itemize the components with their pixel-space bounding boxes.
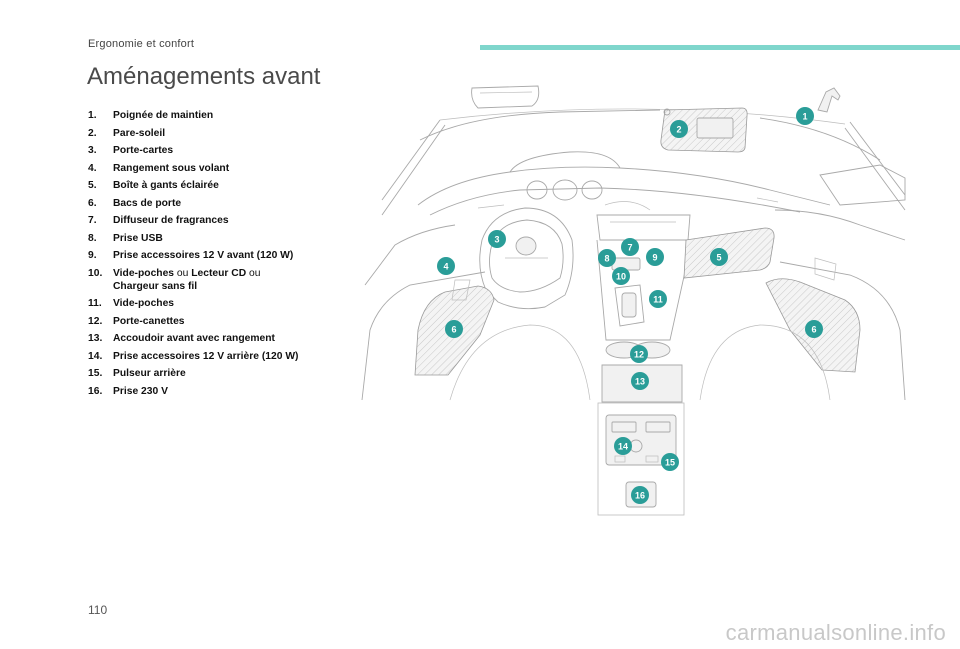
callout-10: 10 (612, 267, 630, 285)
grab-handle (817, 87, 841, 113)
svg-text:12: 12 (634, 350, 644, 360)
legend-item: 16.Prise 230 V (88, 385, 168, 397)
legend-item: 1.Poignée de maintien (88, 110, 214, 121)
callout-2: 2 (670, 120, 688, 138)
svg-text:9: 9 (652, 253, 657, 263)
svg-text:14: 14 (618, 442, 628, 452)
callout-15: 15 (661, 453, 679, 471)
legend-item: 9.Prise accessoires 12 V avant (120 W) (88, 250, 294, 261)
callout-1: 1 (796, 107, 814, 125)
legend-item: 3.Porte-cartes (88, 145, 174, 156)
legend-item: 13.Accoudoir avant avec rangement (88, 333, 275, 344)
svg-text:5: 5 (716, 253, 721, 263)
left-door (361, 224, 495, 401)
svg-text:7: 7 (627, 243, 632, 253)
legend-item: 5.Boîte à gants éclairée (88, 180, 219, 191)
glovebox (683, 227, 775, 279)
right-window (819, 164, 906, 206)
windshield-frame (381, 108, 906, 216)
steering-wheel (479, 207, 574, 310)
dashboard (417, 151, 831, 241)
watermark: carmanualsonline.info (725, 620, 946, 645)
legend-item: 8.Prise USB (88, 232, 163, 244)
svg-text:13: 13 (635, 377, 645, 387)
svg-text:10: 10 (616, 272, 626, 282)
page-title: Aménagements avant (87, 63, 321, 90)
callout-13: 13 (631, 372, 649, 390)
callout-11: 11 (649, 290, 667, 308)
front-seats (449, 324, 831, 401)
callout-4: 4 (437, 257, 455, 275)
svg-text:15: 15 (665, 458, 675, 468)
legend-item: 2.Pare-soleil (88, 127, 166, 139)
svg-text:6: 6 (811, 325, 816, 335)
right-door (765, 209, 906, 401)
callout-6-left: 6 (445, 320, 463, 338)
callout-8: 8 (598, 249, 616, 267)
legend-list: 1.Poignée de maintien 2.Pare-soleil 3.Po… (88, 109, 358, 402)
legend-item: 11.Vide-poches (88, 298, 175, 309)
callout-5: 5 (710, 248, 728, 266)
legend-item: 7.Diffuseur de fragrances (88, 215, 229, 226)
callout-7: 7 (621, 238, 639, 256)
svg-text:3: 3 (494, 235, 499, 245)
callout-6-right: 6 (805, 320, 823, 338)
sun-visor (660, 107, 748, 153)
legend-item: 15.Pulseur arrière (88, 368, 186, 379)
cockpit-illustration: 1 2 3 4 5 6 6 7 8 9 10 11 12 13 14 15 16 (361, 85, 906, 516)
callout-16: 16 (631, 486, 649, 504)
callout-3: 3 (488, 230, 506, 248)
section-title: Ergonomie et confort (88, 38, 195, 50)
legend-item: 12.Porte-canettes (88, 315, 185, 327)
svg-text:4: 4 (443, 262, 448, 272)
callout-12: 12 (630, 345, 648, 363)
callout-14: 14 (614, 437, 632, 455)
callout-9: 9 (646, 248, 664, 266)
svg-text:2: 2 (676, 125, 681, 135)
center-console (596, 239, 693, 403)
rearview-mirror (471, 85, 540, 109)
svg-text:6: 6 (451, 325, 456, 335)
legend-item: 4.Rangement sous volant (88, 162, 230, 174)
svg-text:1: 1 (802, 112, 807, 122)
page-number: 110 (88, 603, 108, 617)
svg-text:8: 8 (604, 254, 609, 264)
svg-text:16: 16 (635, 491, 645, 501)
legend-item: 6.Bacs de porte (88, 197, 182, 209)
legend-item: 14.Prise accessoires 12 V arrière (120 W… (88, 350, 299, 362)
svg-text:11: 11 (653, 295, 663, 305)
header-accent-bar (480, 45, 960, 50)
